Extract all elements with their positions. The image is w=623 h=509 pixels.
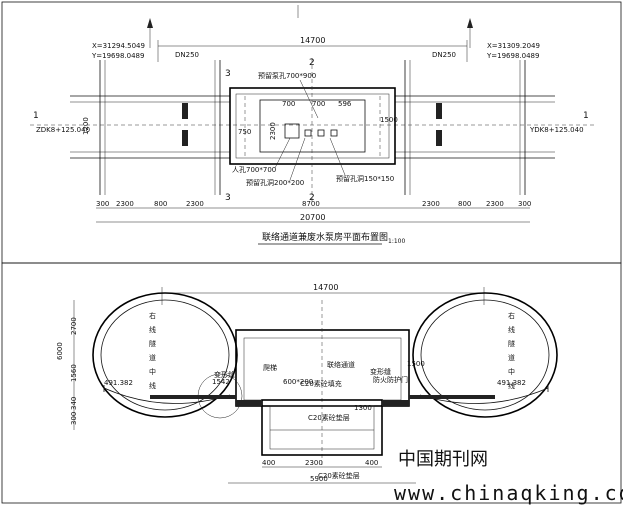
dim-row-2: 800	[154, 200, 167, 208]
section-dim-400-right: 400	[365, 459, 378, 467]
plan-scale: 1:100	[388, 238, 405, 245]
label-door: 防火防护门	[373, 375, 408, 384]
station-left: ZDK8+125.040	[36, 126, 90, 134]
left-tunnel-char: 中	[149, 367, 156, 376]
section-dim-340: 340	[70, 397, 78, 410]
label-manhole: 人孔700*700	[232, 166, 276, 174]
plan-dim-700-b: 700	[312, 100, 325, 108]
dim-row-0: 300	[96, 200, 109, 208]
plan-dim-total-bottom: 20700	[300, 213, 325, 222]
dim-row-7: 2300	[486, 200, 504, 208]
detail-callout	[197, 373, 243, 419]
section-dim-2300: 2300	[305, 459, 323, 467]
plan-dim-row: 300 2300 800 2300 8700 2300 800 2300 300	[96, 200, 531, 208]
watermark: www.chinaqking.com	[394, 481, 623, 505]
section-dim-1542: 1542	[212, 378, 230, 386]
right-tunnel-char: 右	[508, 311, 515, 320]
section-dim-5900: 5900	[310, 475, 328, 483]
right-tunnel-label: 右 线 隧 道 中 线	[508, 311, 515, 390]
dim-row-1: 2300	[116, 200, 134, 208]
right-tunnel-char: 隧	[508, 339, 515, 348]
passage-plan	[229, 87, 396, 165]
plan-dim-750: 750	[238, 128, 251, 136]
section-mark-right: 1	[583, 111, 589, 121]
label-hole-small: 预留孔洞150*150	[336, 174, 394, 183]
section-dim-1500: 1500	[407, 360, 425, 368]
label-hole-bottom: 预留孔洞200*200	[246, 178, 304, 187]
pump-room-plan	[259, 99, 366, 153]
section-dim-300: 300	[70, 412, 78, 425]
label-stair: 爬梯	[263, 363, 277, 372]
label-c20-mid: C20素砼垫层	[308, 413, 350, 422]
section-dim-491-left: 491.382	[104, 379, 133, 387]
section-mark-2-bottom: 2	[309, 193, 315, 203]
plan-drawing-title: 联络通道兼废水泵房平面布置图	[262, 231, 388, 243]
section-dim-1560: 1560	[70, 364, 78, 382]
left-tunnel-char: 线	[149, 381, 156, 390]
label-c20-bottom: C20素砼垫层	[318, 471, 360, 480]
coord-left-x: X=31294.5049	[92, 42, 145, 50]
coord-right-x: X=31309.2049	[487, 42, 540, 50]
label-passage: 联络通道	[327, 360, 355, 369]
left-tunnel-char: 道	[149, 353, 156, 362]
right-tunnel-char: 线	[508, 325, 515, 334]
section-mark-left: 1	[33, 111, 39, 121]
left-tunnel-label: 右 线 隧 道 中 线	[149, 311, 156, 390]
plan-dim-700: 700	[282, 100, 295, 108]
plan-dim-total-top: 14700	[300, 36, 325, 45]
section-dim-1300: 1300	[354, 404, 372, 412]
section-dim-600: 600*200	[283, 378, 313, 386]
manhole-plan	[284, 123, 300, 139]
left-tunnel-char: 右	[149, 311, 156, 320]
section-dim-2700: 2700	[70, 317, 78, 335]
north-arrow-icon	[147, 18, 153, 48]
right-tunnel-char: 道	[508, 353, 515, 362]
section-frame	[1, 262, 622, 504]
section-view: 14700 6000 2700 1560 340 300 右 线 隧 道 中 线…	[56, 283, 558, 484]
dim-row-8: 300	[518, 200, 531, 208]
right-tunnel-char: 中	[508, 367, 515, 376]
label-c20-top: C20素砼填充	[300, 379, 342, 388]
section-dim-400-left: 400	[262, 459, 275, 467]
left-tunnel-inner	[100, 299, 230, 411]
pipe-right-label: DN250	[432, 51, 456, 59]
watermark-cn: 中国期刊网	[398, 449, 488, 470]
plan-view: 14700 X=31294.5049 Y=19698.0489 X=31309.…	[30, 5, 595, 245]
label-wall-right: 变形缝	[370, 367, 391, 376]
dim-row-6: 800	[458, 200, 471, 208]
plan-dim-1200: 1200	[82, 117, 90, 135]
plan-dim-1500: 1500	[380, 116, 398, 124]
pipe-left-label: DN250	[175, 51, 199, 59]
left-tunnel-outer	[92, 292, 238, 418]
dim-row-3: 2300	[186, 200, 204, 208]
plan-dim-2300: 2300	[269, 122, 277, 140]
section-mark-2-top: 2	[309, 58, 315, 68]
sump-pit	[261, 399, 383, 456]
section-dim-top: 14700	[313, 283, 338, 292]
station-right: YDK8+125.040	[529, 126, 584, 134]
section-mark-3-top: 3	[225, 69, 231, 79]
dim-row-4: 8700	[302, 200, 320, 208]
north-arrow-icon	[467, 18, 473, 48]
label-hole-top: 预留泵孔700*900	[258, 71, 316, 80]
right-tunnel-outer	[412, 292, 558, 418]
right-tunnel-char: 线	[508, 381, 515, 390]
section-dim-6000: 6000	[56, 342, 64, 360]
left-tunnel-char: 线	[149, 325, 156, 334]
left-tunnel-char: 隧	[149, 339, 156, 348]
plan-dim-596: 596	[338, 100, 352, 108]
dim-row-5: 2300	[422, 200, 440, 208]
section-mark-3-bottom: 3	[225, 193, 231, 203]
section-dim-491-right: 491.382	[497, 379, 526, 387]
coord-left-y: Y=19698.0489	[91, 52, 144, 60]
right-tunnel-inner	[420, 299, 550, 411]
coord-right-y: Y=19698.0489	[486, 52, 539, 60]
